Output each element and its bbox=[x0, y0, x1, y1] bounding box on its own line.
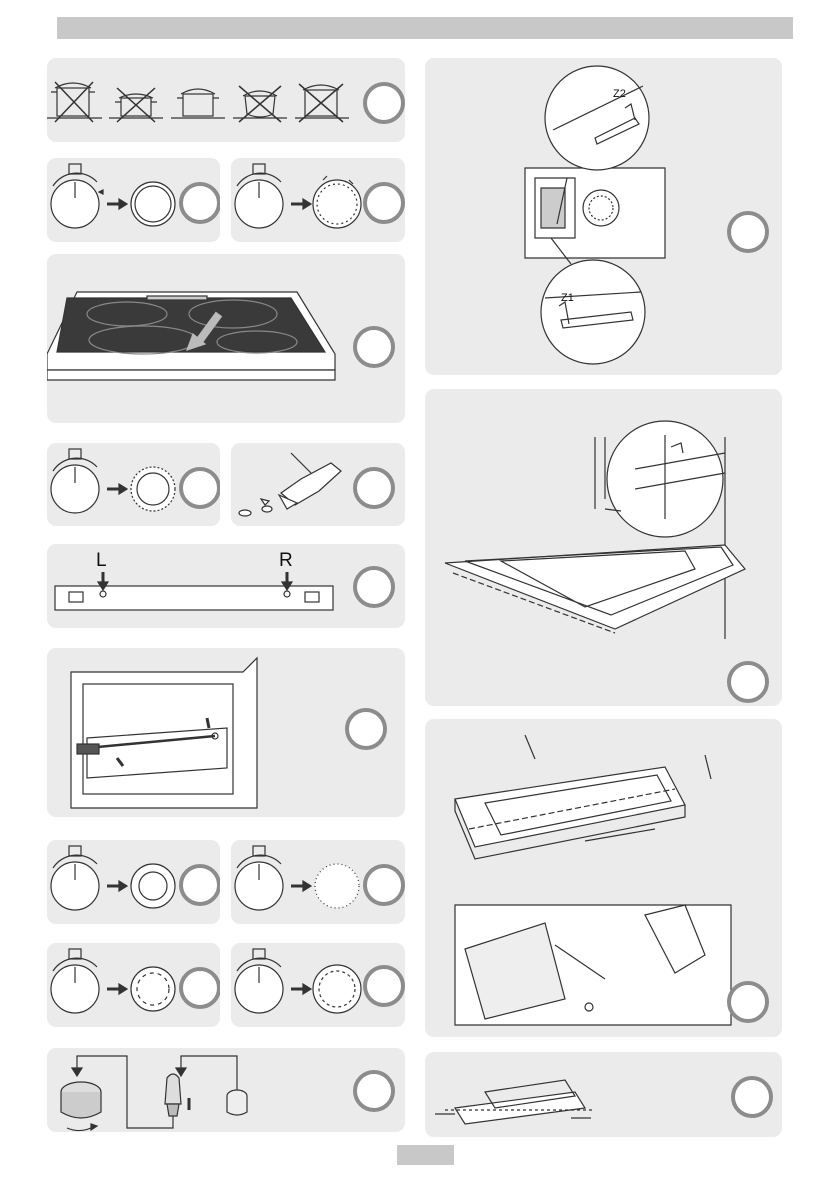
step-badge bbox=[363, 82, 405, 124]
panel-hinge-z1-z2: Z2 Z1 bbox=[425, 58, 782, 375]
step-badge bbox=[179, 864, 220, 906]
header-bar bbox=[57, 17, 793, 39]
panel-scraper bbox=[231, 443, 405, 526]
panel-knob-dial-d bbox=[47, 840, 220, 924]
panel-knob-dial-c bbox=[47, 443, 220, 526]
step-badge bbox=[727, 211, 769, 253]
step-badge bbox=[727, 981, 769, 1023]
panel-door-disassembly bbox=[425, 1052, 782, 1137]
label-left: L bbox=[96, 550, 107, 572]
step-badge bbox=[179, 967, 220, 1009]
hinge-icon bbox=[545, 66, 649, 170]
step-badge bbox=[179, 182, 220, 224]
panel-knob-dial-a bbox=[47, 158, 220, 242]
label-z1: Z1 bbox=[561, 292, 574, 304]
panel-knob-dial-f bbox=[47, 943, 220, 1027]
step-badge bbox=[731, 1076, 773, 1118]
step-badge bbox=[727, 661, 769, 703]
panel-oven-door bbox=[425, 389, 782, 706]
step-badge bbox=[179, 467, 220, 509]
bulb-icon bbox=[165, 1074, 181, 1104]
panel-left-right: L R bbox=[47, 544, 405, 628]
panel-hob bbox=[47, 254, 405, 423]
dial-icon bbox=[131, 182, 175, 226]
step-badge bbox=[363, 965, 405, 1007]
panel-knob-dial-b bbox=[231, 158, 405, 242]
panel-oven-interior bbox=[47, 648, 405, 817]
step-badge bbox=[353, 566, 395, 608]
page-number-bar bbox=[397, 1145, 454, 1165]
panel-knob-dial-g bbox=[231, 943, 405, 1027]
step-badge bbox=[363, 864, 405, 906]
panel-bulb bbox=[47, 1048, 405, 1132]
panel-door-glass bbox=[425, 719, 782, 1037]
scraper-icon bbox=[281, 463, 341, 505]
door-glass-icon bbox=[455, 767, 685, 847]
step-badge bbox=[345, 708, 387, 750]
step-badge bbox=[353, 467, 395, 509]
panel-knob-dial-e bbox=[231, 840, 405, 924]
step-badge bbox=[353, 326, 395, 368]
step-badge bbox=[353, 1070, 395, 1112]
label-z2: Z2 bbox=[613, 88, 626, 100]
label-right: R bbox=[279, 550, 293, 572]
step-badge bbox=[363, 182, 405, 224]
panel-cookware bbox=[47, 58, 405, 142]
